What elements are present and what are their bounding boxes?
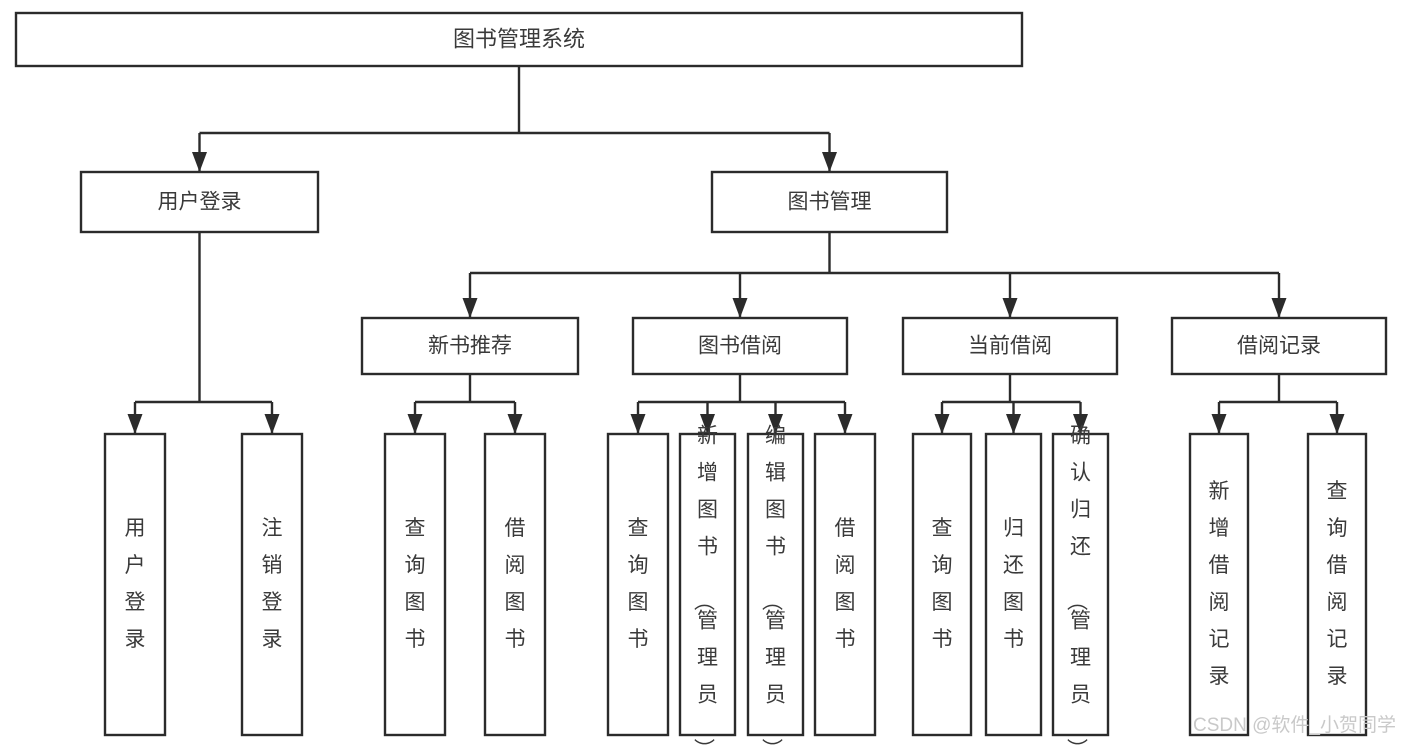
leaf-node-0-box[interactable] [103, 432, 167, 737]
level3-node-2-label: 当前借阅 [968, 335, 1052, 358]
leaf-node-1[interactable]: 注销登录 [240, 432, 304, 737]
leaf-node-1-box[interactable] [240, 432, 304, 737]
level3-node-2[interactable]: 当前借阅 [901, 316, 1119, 376]
arrow-head-book-mgmt-2 [1002, 298, 1018, 318]
root-node-box[interactable] [14, 11, 1024, 68]
leaf-node-9-label: 归还图书 [1003, 517, 1024, 651]
level3-node-0-label: 新书推荐 [428, 335, 512, 358]
level2-node-1-box[interactable] [710, 170, 949, 234]
leaf-node-11-label: 新增借阅记录 [1209, 480, 1230, 688]
leaf-node-4-box[interactable] [606, 432, 670, 737]
level3-node-3[interactable]: 借阅记录 [1170, 316, 1388, 376]
leaf-node-10-box[interactable] [1051, 432, 1110, 737]
level3-node-1-box[interactable] [631, 316, 849, 376]
leaf-node-7-label: 借阅图书 [835, 517, 856, 651]
leaf-node-3[interactable]: 借阅图书 [483, 432, 547, 737]
leaf-node-1-label: 注销登录 [262, 517, 283, 651]
leaf-node-8[interactable]: 查询图书 [911, 432, 973, 737]
leaf-node-6[interactable]: 编辑图书（管理员） [746, 424, 805, 747]
leaf-node-12[interactable]: 查询借阅记录 [1306, 432, 1368, 737]
leaf-node-10-label: 确认归还（管理员） [1065, 424, 1091, 747]
leaf-node-4-label: 查询图书 [628, 517, 649, 651]
arrow-head-l3-2-0 [934, 414, 950, 434]
level2-node-1-label: 图书管理 [788, 191, 872, 214]
arrow-head-l3-1-3 [837, 414, 853, 434]
leaf-node-0[interactable]: 用户登录 [103, 432, 167, 737]
leaf-node-6-box[interactable] [746, 432, 805, 737]
leaf-node-7-box[interactable] [813, 432, 877, 737]
arrow-head-l3-0-0 [407, 414, 423, 434]
arrow-head-l3-3-1 [1329, 414, 1345, 434]
arrow-head-l3-2-2 [1073, 414, 1088, 434]
leaf-node-7[interactable]: 借阅图书 [813, 432, 877, 737]
arrow-head-l3-2-1 [1006, 414, 1021, 434]
leaf-node-2-box[interactable] [383, 432, 447, 737]
arrow-head-user-login-0 [127, 414, 143, 434]
leaf-node-9-box[interactable] [984, 432, 1043, 737]
leaf-node-3-box[interactable] [483, 432, 547, 737]
level2-node-0-label: 用户登录 [158, 191, 242, 214]
level2-node-0[interactable]: 用户登录 [79, 170, 320, 234]
level3-node-3-label: 借阅记录 [1237, 335, 1321, 358]
leaf-node-12-box[interactable] [1306, 432, 1368, 737]
level3-node-0-box[interactable] [360, 316, 580, 376]
arrow-head-l3-1-2 [768, 414, 783, 434]
leaf-node-12-label: 查询借阅记录 [1327, 480, 1348, 688]
arrow-head-l3-3-0 [1211, 414, 1227, 434]
leaf-node-8-box[interactable] [911, 432, 973, 737]
leaf-node-0-label: 用户登录 [125, 517, 146, 651]
leaf-node-5-label: 新增图书（管理员） [692, 424, 718, 747]
arrow-head-book-mgmt-3 [1271, 298, 1287, 318]
level3-node-0[interactable]: 新书推荐 [360, 316, 580, 376]
node-layer: 图书管理系统用户登录图书管理新书推荐图书借阅当前借阅借阅记录用户登录注销登录查询… [14, 11, 1388, 747]
arrow-head-l3-0-1 [507, 414, 523, 434]
arrow-head-l3-1-1 [700, 414, 715, 434]
root-node[interactable]: 图书管理系统 [14, 11, 1024, 68]
arrow-head-user-login-1 [264, 414, 280, 434]
arrow-head-book-mgmt-1 [732, 298, 748, 318]
arrow-head-root-0 [192, 152, 207, 172]
leaf-node-3-label: 借阅图书 [505, 517, 526, 651]
leaf-node-5-box[interactable] [678, 432, 737, 737]
root-node-label: 图书管理系统 [453, 26, 585, 51]
arrow-head-root-1 [822, 152, 837, 172]
leaf-node-10[interactable]: 确认归还（管理员） [1051, 424, 1110, 747]
connector-layer [127, 66, 1345, 434]
leaf-node-11[interactable]: 新增借阅记录 [1188, 432, 1250, 737]
level2-node-1[interactable]: 图书管理 [710, 170, 949, 234]
leaf-node-2[interactable]: 查询图书 [383, 432, 447, 737]
arrow-head-book-mgmt-0 [462, 298, 478, 318]
leaf-node-5[interactable]: 新增图书（管理员） [678, 424, 737, 747]
level3-node-1[interactable]: 图书借阅 [631, 316, 849, 376]
leaf-node-4[interactable]: 查询图书 [606, 432, 670, 737]
leaf-node-11-box[interactable] [1188, 432, 1250, 737]
csdn-watermark: CSDN @软件_小贺同学 [1193, 714, 1396, 736]
leaf-node-9[interactable]: 归还图书 [984, 432, 1043, 737]
arrow-head-l3-1-0 [630, 414, 646, 434]
level2-node-0-box[interactable] [79, 170, 320, 234]
leaf-node-8-label: 查询图书 [932, 517, 953, 651]
level3-node-2-box[interactable] [901, 316, 1119, 376]
level3-node-1-label: 图书借阅 [698, 335, 782, 358]
leaf-node-2-label: 查询图书 [405, 517, 426, 651]
level3-node-3-box[interactable] [1170, 316, 1388, 376]
leaf-node-6-label: 编辑图书（管理员） [760, 424, 786, 747]
